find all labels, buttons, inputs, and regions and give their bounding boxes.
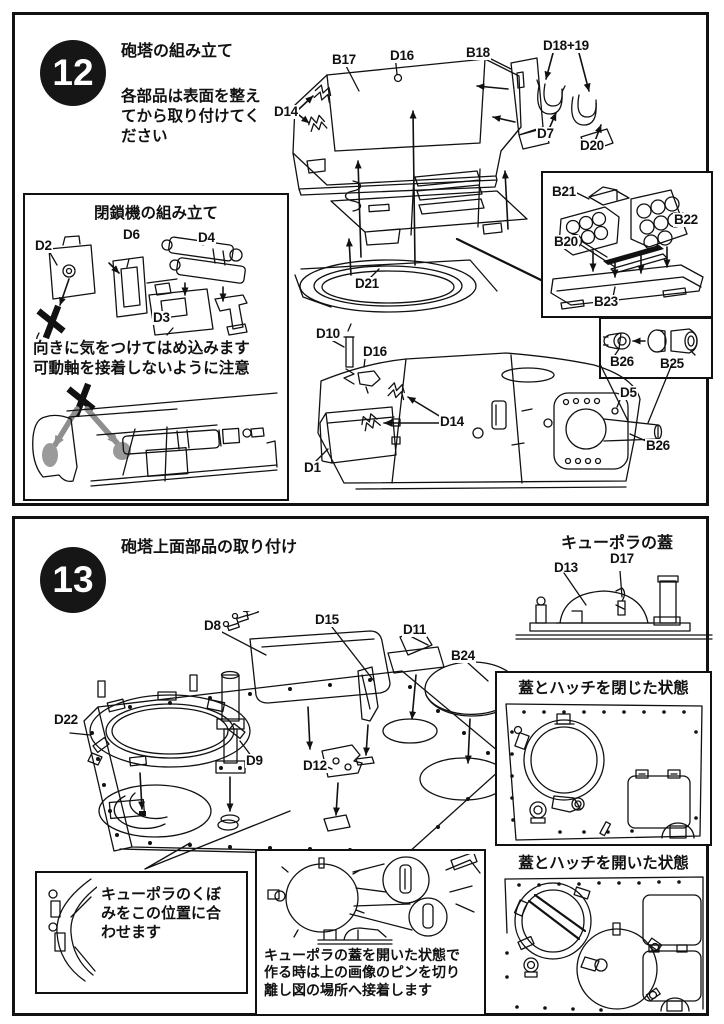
cupola-pins-box: キューポラの蓋を開いた状態で 作る時は上の画像のピンを切り 離し図の場所へ接着し…	[255, 849, 486, 1016]
step-number-badge: 12	[40, 40, 106, 106]
part-label-d4: D4	[197, 230, 216, 245]
step-number: 13	[52, 559, 94, 600]
part-label-d5: D5	[619, 385, 638, 400]
part-label-d3: D3	[152, 310, 171, 325]
part-label-d9: D9	[245, 753, 264, 768]
part-label-d10: D10	[315, 326, 341, 341]
step-number-badge: 13	[40, 547, 106, 613]
muzzle-parts-drawing	[603, 328, 698, 356]
closed-state-box: 蓋とハッチを閉じた状態	[495, 671, 712, 846]
closed-state-drawing	[505, 703, 703, 841]
smoke-discharger-box: B21 B22 B20 B23	[541, 171, 713, 318]
open-state-figure: 蓋とハッチを開いた状態	[495, 851, 712, 1015]
part-label-d11: D11	[402, 622, 428, 637]
part-label-b23: B23	[593, 294, 619, 309]
closed-state-title: 蓋とハッチを閉じた状態	[518, 680, 689, 697]
breech-box-title: 閉鎖機の組み立て	[93, 205, 218, 222]
part-label-d6: D6	[122, 227, 141, 242]
part-label-b26-inset: B26	[609, 354, 635, 369]
part-label-b26-rear: B26	[645, 438, 671, 453]
cupola-align-callout: キューポラのくぼ みをこの位置に合 わせます	[35, 871, 248, 994]
open-state-drawing	[504, 876, 704, 1012]
part-label-d1: D1	[303, 460, 322, 475]
cupola-pins-note: キューポラの蓋を開いた状態で 作る時は上の画像のピンを切り 離し図の場所へ接着し…	[264, 947, 460, 998]
section-title: 砲塔上面部品の取り付け	[121, 539, 298, 556]
cupola-profile-drawing	[515, 571, 713, 640]
part-label-b20: B20	[553, 234, 579, 249]
part-label-b22: B22	[673, 212, 699, 227]
breech-section-drawing	[32, 383, 278, 487]
section-title: 砲塔の組み立て	[121, 43, 234, 60]
cupola-figure-title: キューポラの蓋	[560, 535, 673, 552]
part-label-d16-rear: D16	[362, 344, 388, 359]
open-state-title: 蓋とハッチを開いた状態	[518, 855, 689, 872]
turret-exploded-drawing	[292, 52, 614, 313]
breech-caution-text: 向きに気をつけてはめ込みます 可動軸を接着しないように注意	[33, 340, 250, 377]
smoke-discharger-drawing	[550, 186, 704, 310]
part-label-d13: D13	[553, 560, 579, 575]
part-label-d18-19: D18+19	[542, 38, 590, 53]
part-label-d12: D12	[302, 758, 328, 773]
part-label-d2: D2	[34, 238, 53, 253]
turret-rear-drawing	[315, 323, 673, 490]
turret-roof-drawing	[69, 611, 518, 870]
part-label-b18: B18	[465, 45, 491, 60]
part-label-d7: D7	[536, 126, 555, 141]
part-label-d22: D22	[53, 712, 79, 727]
cupola-align-text: キューポラのくぼ みをこの位置に合 わせます	[101, 886, 222, 942]
part-label-d17: D17	[609, 551, 635, 566]
step-number: 12	[52, 52, 94, 93]
part-label-d14-rear: D14	[439, 414, 465, 429]
assembly-note: 各部品は表面を整え てから取り付けてく ださい	[121, 88, 261, 146]
step-12-section: 12 砲塔の組み立て 各部品は表面を整え てから取り付けてく ださい	[12, 12, 713, 506]
cupola-align-drawing	[48, 878, 97, 982]
part-label-d20: D20	[579, 138, 605, 153]
breech-assembly-box: 閉鎖機の組み立て D2 D6 D4 D3 向き	[23, 193, 289, 501]
muzzle-parts-box: B26 B25	[599, 317, 713, 379]
step-13-section: 13 砲塔上面部品の取り付け キューポラの蓋 D13 D17	[12, 516, 713, 1016]
part-label-d8: D8	[203, 618, 222, 633]
part-label-b17: B17	[331, 52, 357, 67]
part-label-d21: D21	[354, 276, 380, 291]
part-label-b24: B24	[450, 648, 476, 663]
cupola-pins-drawing	[267, 854, 481, 945]
part-label-b21: B21	[551, 184, 577, 199]
part-label-d16: D16	[389, 48, 415, 63]
part-label-d14: D14	[273, 104, 299, 119]
part-label-d15: D15	[314, 612, 340, 627]
